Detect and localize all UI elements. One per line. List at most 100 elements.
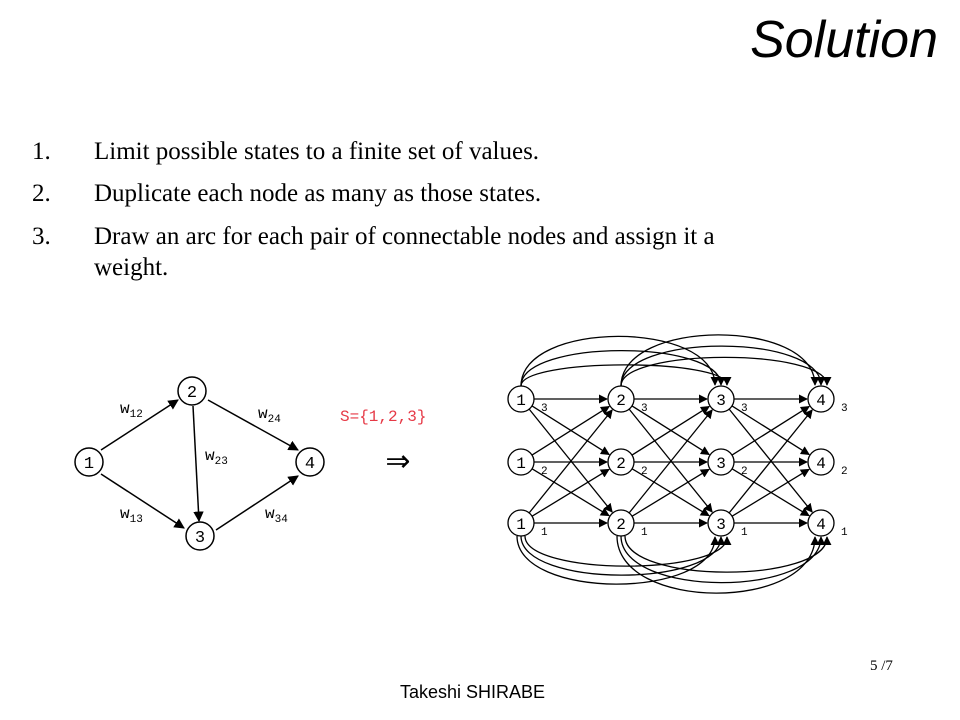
- edge-1-3: [100, 473, 185, 529]
- arc: [531, 468, 610, 517]
- weight-subscript: 13: [130, 514, 143, 526]
- implies-arrow-icon: ⇒: [385, 445, 410, 478]
- expanded-node-label: 4: [816, 392, 826, 410]
- page-number: 5 /7: [870, 658, 893, 674]
- weight-letter: w: [120, 505, 130, 523]
- curved-arc: [620, 356, 832, 387]
- curved-arc: [520, 349, 726, 387]
- weight-subscript: 24: [268, 414, 282, 426]
- expanded-node-label: 2: [616, 516, 626, 534]
- arc: [631, 468, 710, 517]
- curved-arc: [624, 535, 832, 573]
- arc: [528, 409, 613, 514]
- curved-arc: [620, 345, 826, 387]
- curved-arc: [616, 535, 820, 594]
- curved-arc: [520, 364, 732, 387]
- expanded-node-label: 1: [516, 516, 526, 534]
- state-set-label: S={1,2,3}: [340, 408, 426, 426]
- graph-node: 1: [74, 447, 104, 477]
- state-subscript: 1: [641, 527, 648, 539]
- state-subscript: 1: [741, 527, 748, 539]
- expanded-node-label: 3: [716, 455, 726, 473]
- expanded-node-label: 4: [816, 455, 826, 473]
- steps-list: 1. Limit possible states to a finite set…: [32, 136, 752, 294]
- expanded-node-label: 2: [616, 392, 626, 410]
- edge-2-4: [207, 399, 299, 451]
- node-label: 2: [187, 384, 197, 403]
- step-number: 1.: [32, 138, 51, 165]
- state-subscript: 3: [641, 403, 648, 415]
- edge-weight-label: w13: [120, 505, 143, 526]
- state-subscript: 3: [841, 403, 848, 415]
- step-item: 3. Draw an arc for each pair of connecta…: [32, 221, 752, 284]
- curved-arc: [524, 535, 732, 567]
- weight-letter: w: [120, 400, 130, 418]
- arc: [631, 405, 710, 456]
- weight-letter: w: [265, 505, 275, 523]
- weight-letter: w: [258, 405, 268, 423]
- state-subscript: 3: [541, 403, 548, 415]
- edge-weight-label: w24: [258, 405, 281, 426]
- footer-author: Takeshi SHIRABE: [400, 682, 546, 702]
- arc: [628, 409, 713, 514]
- node-label: 4: [305, 455, 315, 474]
- step-text: Limit possible states to a finite set of…: [94, 138, 540, 165]
- state-subscript: 3: [741, 403, 748, 415]
- arc: [731, 468, 810, 517]
- arc: [731, 405, 810, 456]
- weight-subscript: 12: [130, 409, 143, 421]
- edge-2-3: [192, 405, 204, 523]
- state-subscript: 2: [841, 466, 848, 478]
- node-label: 1: [84, 455, 94, 474]
- graph-node: 2: [177, 376, 207, 406]
- edge-3-4: [215, 475, 299, 531]
- state-subscript: 2: [741, 466, 748, 478]
- step-text: Duplicate each node as many as those sta…: [94, 180, 542, 208]
- graph-node: 3: [185, 521, 215, 551]
- edge-weight-label: w23: [205, 447, 228, 468]
- edge-weight-label: w34: [265, 505, 288, 526]
- curved-arc: [620, 334, 820, 387]
- graph-node: 4: [295, 447, 325, 477]
- expanded-node-label: 4: [816, 516, 826, 534]
- expanded-node-label: 3: [716, 516, 726, 534]
- state-subscript: 2: [541, 466, 548, 478]
- step-number: 3.: [32, 222, 51, 250]
- weight-subscript: 23: [215, 456, 228, 468]
- expanded-node-label: 2: [616, 455, 626, 473]
- expanded-node-label: 3: [716, 392, 726, 410]
- state-subscript: 1: [841, 527, 848, 539]
- expanded-node-label: 1: [516, 392, 526, 410]
- arc: [728, 409, 813, 514]
- step-item: 1. Limit possible states to a finite set…: [32, 136, 752, 167]
- curved-arc: [520, 335, 720, 387]
- step-text: Draw an arc for each pair of connectable…: [94, 222, 715, 281]
- weight-subscript: 34: [275, 514, 289, 526]
- curved-arc: [516, 535, 720, 585]
- edge-weight-label: w12: [120, 400, 143, 421]
- weight-letter: w: [205, 447, 215, 465]
- state-subscript: 2: [641, 466, 648, 478]
- node-label: 3: [195, 529, 205, 548]
- step-item: 2. Duplicate each node as many as those …: [32, 178, 752, 209]
- arc: [531, 405, 610, 456]
- step-number: 2.: [32, 180, 51, 208]
- edge-1-2: [100, 399, 179, 451]
- small-graph: 1 2 3 4 w12 w13 w23 w24 w34: [74, 376, 325, 551]
- slide-title: Solution: [750, 11, 938, 69]
